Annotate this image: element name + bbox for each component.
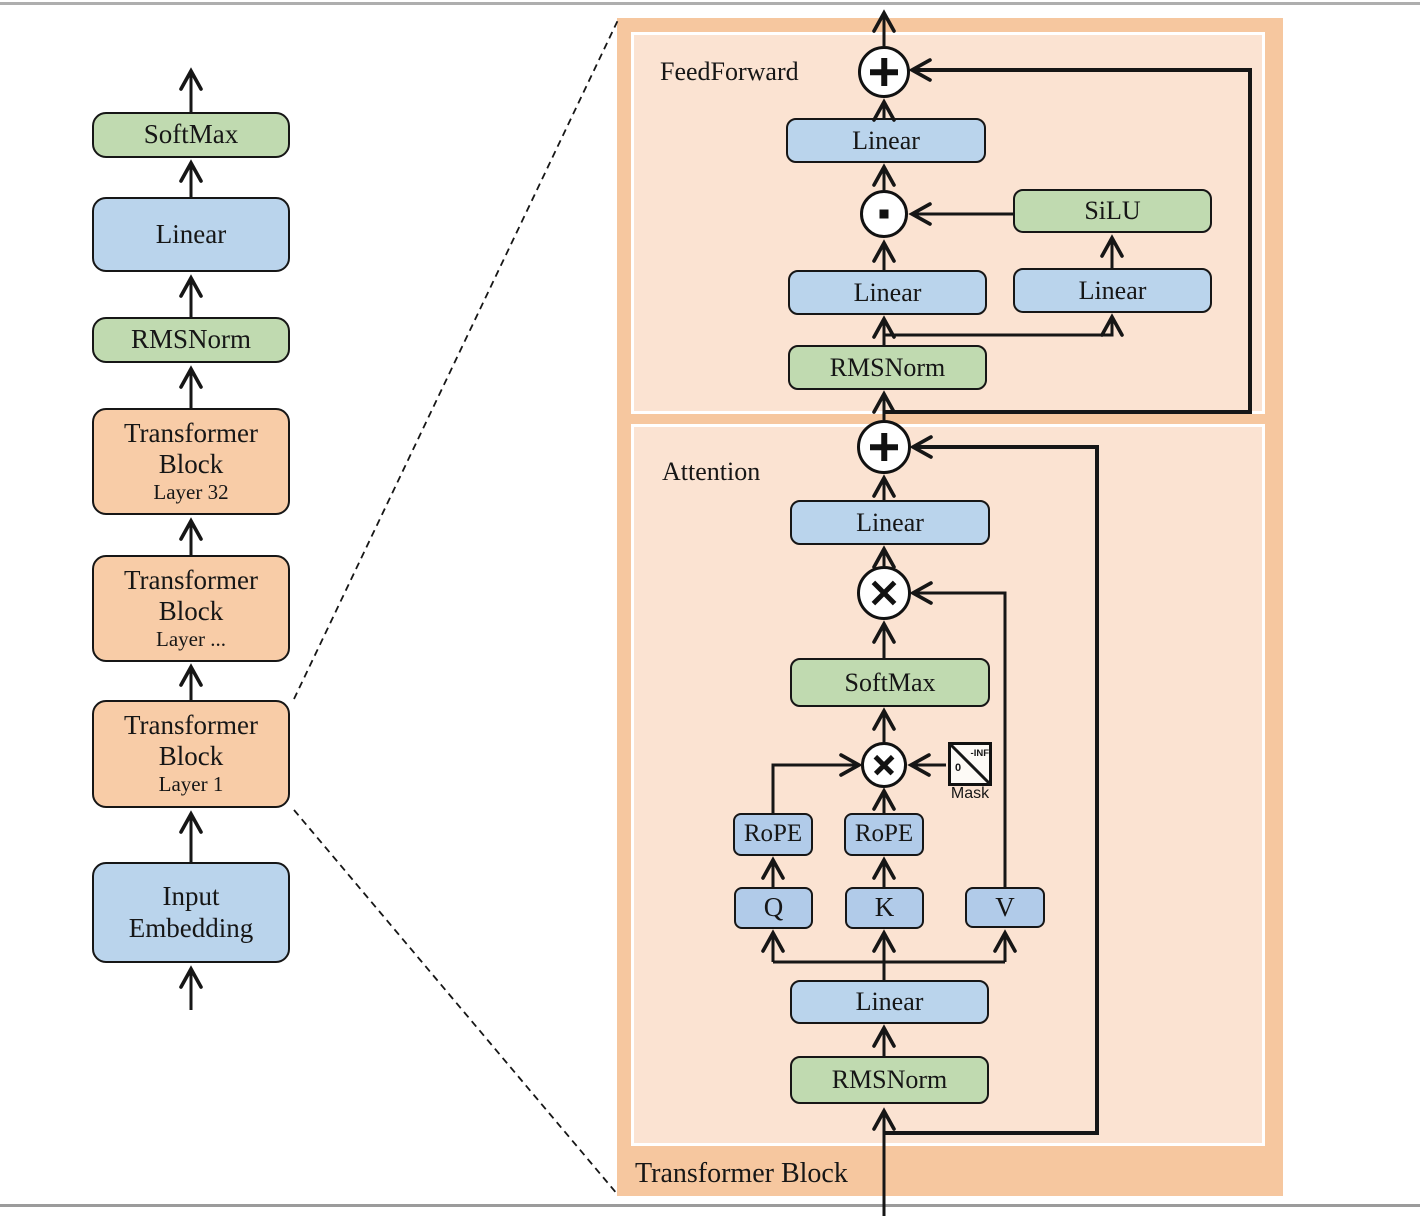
dashed-callout-bottom xyxy=(293,809,619,1196)
bottom-border-line xyxy=(0,1204,1420,1207)
query-box: Q xyxy=(734,887,813,929)
rmsnorm-final-box: RMSNorm xyxy=(92,317,290,363)
value-label: V xyxy=(995,891,1015,922)
attn-linear-qkv-label: Linear xyxy=(855,987,924,1017)
layer1-sublabel: Layer 1 xyxy=(158,772,224,797)
attn-add-icon xyxy=(857,420,911,474)
ff-linear-gate-box: Linear xyxy=(788,270,987,315)
elementwise-product-icon xyxy=(860,190,908,238)
ff-linear-gate-label: Linear xyxy=(853,277,922,307)
layerdots-sublabel: Layer ... xyxy=(156,626,226,651)
mask-label: Mask xyxy=(950,785,990,802)
rope-k-label: RoPE xyxy=(854,820,914,848)
plus-vbar xyxy=(881,58,887,86)
mask-zero-value: 0 xyxy=(955,762,962,774)
ff-linear-out-box: Linear xyxy=(786,118,986,163)
attn-matmul-qk-icon xyxy=(861,742,907,788)
ff-rmsnorm-label: RMSNorm xyxy=(829,352,946,382)
input-embedding-label: Input Embedding xyxy=(128,881,254,943)
silu-label: SiLU xyxy=(1084,196,1141,226)
feedforward-label: FeedForward xyxy=(660,57,799,86)
rope-q-box: RoPE xyxy=(733,813,813,856)
silu-box: SiLU xyxy=(1013,189,1212,233)
transformer-block-layer32-label: Transformer Block xyxy=(124,417,258,479)
attn-softmax-box: SoftMax xyxy=(790,658,990,707)
key-box: K xyxy=(845,887,924,929)
attn-matmul-av-icon xyxy=(857,566,911,620)
input-embedding-box: Input Embedding xyxy=(92,862,290,963)
transformer-block-layer32-box: Transformer Block Layer 32 xyxy=(92,408,290,515)
attention-label: Attention xyxy=(662,457,761,486)
ff-linear-up-box: Linear xyxy=(1013,268,1212,313)
dot-square xyxy=(879,209,889,219)
mask-inf-value: -INF xyxy=(970,748,989,759)
attn-linear-qkv-box: Linear xyxy=(790,980,989,1024)
transformer-block-layerdots-label: Transformer Block xyxy=(124,564,258,626)
softmax-output-label: SoftMax xyxy=(143,119,239,150)
attn-softmax-label: SoftMax xyxy=(844,667,936,697)
ff-linear-up-label: Linear xyxy=(1078,275,1147,305)
linear-head-label: Linear xyxy=(155,218,227,249)
linear-head-box: Linear xyxy=(92,197,290,272)
rmsnorm-final-label: RMSNorm xyxy=(130,324,252,355)
dashed-callout-top xyxy=(293,19,619,700)
layer32-sublabel: Layer 32 xyxy=(153,479,229,504)
rope-k-box: RoPE xyxy=(844,813,924,856)
softmax-output-box: SoftMax xyxy=(92,112,290,158)
attn-rmsnorm-box: RMSNorm xyxy=(790,1056,989,1104)
value-box: V xyxy=(965,887,1045,928)
transformer-block-layerdots-box: Transformer Block Layer ... xyxy=(92,555,290,662)
causal-mask-icon: -INF 0 xyxy=(948,742,992,786)
key-label: K xyxy=(874,892,895,923)
top-border-line xyxy=(0,2,1420,5)
query-label: Q xyxy=(763,892,784,923)
transformer-block-layer1-box: Transformer Block Layer 1 xyxy=(92,700,290,808)
attn-linear-out-label: Linear xyxy=(856,507,924,537)
attn-rmsnorm-label: RMSNorm xyxy=(831,1065,948,1095)
attn-linear-out-box: Linear xyxy=(790,500,990,545)
transformer-block-layer1-label: Transformer Block xyxy=(124,710,258,772)
ff-linear-out-label: Linear xyxy=(852,125,920,155)
transformer-block-title: Transformer Block xyxy=(635,1158,848,1189)
rope-q-label: RoPE xyxy=(743,820,803,848)
ff-rmsnorm-box: RMSNorm xyxy=(788,345,987,390)
add-icon xyxy=(858,46,910,98)
plus-vbar xyxy=(881,433,887,461)
